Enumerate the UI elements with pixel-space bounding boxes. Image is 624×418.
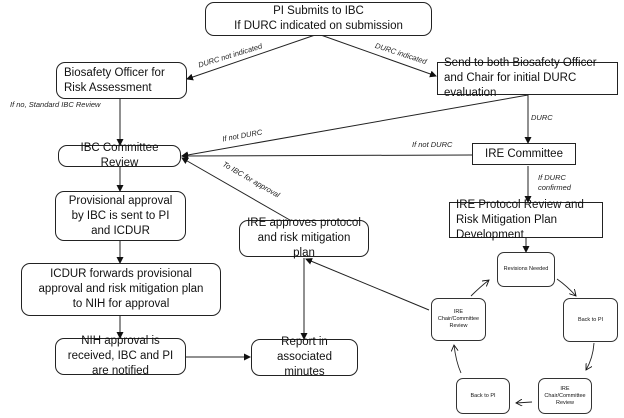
node-ire-approves: IRE approves protocol and risk mitigatio… <box>239 217 369 259</box>
node-send-both: Send to both Biosafety Officer and Chair… <box>437 57 618 99</box>
node-icdur-forwards: ICDUR forwards provisional approval and … <box>21 263 221 316</box>
edge-pi-to-biosafety <box>186 33 319 81</box>
node-report-minutes: Report in associated minutes <box>251 336 358 378</box>
label-if-durc: If DURC <box>538 173 566 182</box>
node-nih-approval: NIH approval is received, IBC and PI are… <box>55 335 186 377</box>
node-ibc-committee-review: IBC Committee Review <box>58 142 181 169</box>
label-if-no-standard-ibc-review: If no, Standard IBC Review <box>10 100 101 109</box>
label-durc: DURC <box>531 113 553 122</box>
cycle-arrow-revisions-to-back <box>556 278 576 296</box>
cycle-node-ire-chair-review-bottom: IRE Chair/Committee Review <box>538 378 592 414</box>
label-confirmed: confirmed <box>538 183 571 192</box>
cycle-node-ire-chair-review-left: IRE Chair/Committee Review <box>431 298 486 341</box>
cycle-node-back-to-pi-left: Back to PI <box>456 378 510 414</box>
pi-submits-line1: PI Submits to IBC <box>273 5 364 17</box>
node-provisional-approval: Provisional approval by IBC is sent to P… <box>55 191 186 241</box>
node-ire-protocol-review: IRE Protocol Review and Risk Mitigation … <box>449 199 603 241</box>
cycle-arrow-chair-to-revisions <box>470 280 489 297</box>
edge-chair-review-to-ire-approves <box>305 258 430 311</box>
cycle-arrow-back-to-chair-left <box>454 345 462 374</box>
cycle-node-revisions-needed: Revisions Needed <box>497 252 555 287</box>
cycle-arrow-chair-to-back <box>516 402 533 403</box>
node-pi-submits: PI Submits to IBC If DURC indicated on s… <box>205 2 432 36</box>
edge-pi-to-send-both <box>317 33 437 78</box>
pi-submits-line2: If DURC indicated on submission <box>234 20 403 32</box>
edge-ire-approves-to-ibc <box>181 157 303 228</box>
cycle-arrow-back-to-chair <box>586 342 595 370</box>
label-if-not-durc-lower: If not DURC <box>412 140 453 149</box>
cycle-node-back-to-pi-right: Back to PI <box>563 298 618 342</box>
edge-send-both-to-ibc <box>181 94 529 159</box>
edge-ire-to-ibc <box>181 152 473 160</box>
node-biosafety-officer: Biosafety Officer for Risk Assessment <box>56 62 187 99</box>
node-ire-committee: IRE Committee <box>472 143 576 165</box>
